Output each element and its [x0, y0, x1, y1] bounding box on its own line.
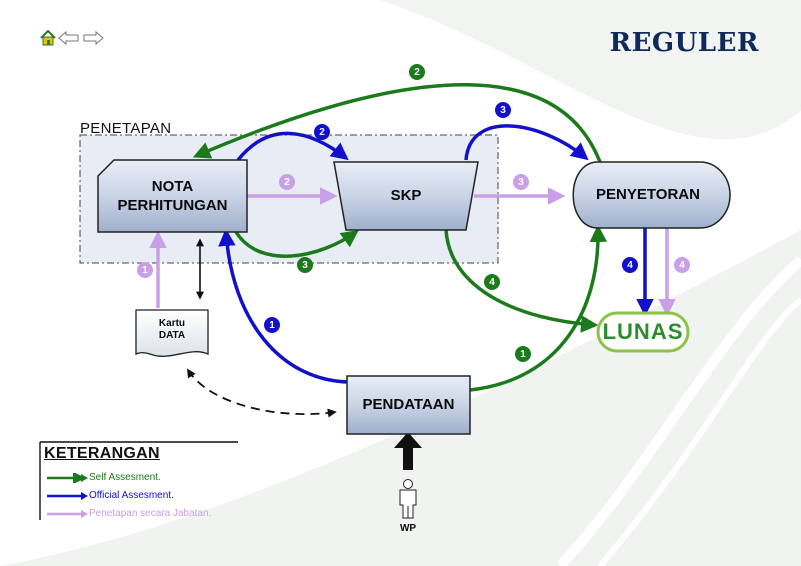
step-badge-purple-skp-penyetoran: 3	[513, 174, 529, 190]
arrow-right-icon[interactable]	[82, 31, 104, 45]
step-badge-purple-kartu-nota: 1	[137, 262, 153, 278]
background-swoosh	[556, 256, 801, 566]
step-badge-green-nota-skp: 3	[297, 257, 313, 273]
step-badge-green-top: 2	[409, 64, 425, 80]
legend-title: KETERANGAN	[44, 445, 160, 462]
nota-perhitungan-shape	[97, 159, 248, 233]
pendataan-shape	[346, 375, 471, 435]
legend-label-jabatan: Penetapan secara Jabatan.	[89, 508, 212, 519]
kartu-data-shape	[135, 309, 209, 357]
skp-shape	[333, 161, 479, 231]
lunas-shape	[596, 311, 690, 353]
arrow-left-icon[interactable]	[58, 31, 80, 45]
penyetoran-label: PENYETORAN	[596, 185, 700, 203]
step-badge-purple-nota-skp: 2	[279, 174, 295, 190]
home-icon[interactable]	[40, 30, 56, 46]
penyetoran-shape	[572, 161, 731, 229]
step-badge-green-pendataan-penyetoran: 1	[515, 346, 531, 362]
arrow-blue-skp-to-penyetoran	[464, 124, 589, 161]
background-swoosh	[597, 297, 801, 566]
legend-item-official: Official Assesment.	[45, 490, 174, 501]
step-badge-purple-penyetoran-lunas: 4	[674, 257, 690, 273]
arrow-blue-nota-to-skp	[236, 131, 349, 162]
background-swoosh	[380, 0, 801, 140]
nav-bar	[40, 30, 104, 46]
arrow-green-pendataan-to-penyetoran	[469, 224, 608, 392]
wp-label: WP	[399, 522, 417, 534]
legend-label-self: Self Assesment.	[89, 472, 161, 483]
legend-arrow-blue	[47, 491, 88, 500]
legend-arrow-purple	[47, 509, 88, 518]
legend-item-self: Self Assesment.	[45, 472, 161, 483]
kartu-data-label: Kartu DATA	[158, 317, 186, 342]
step-badge-blue-penyetoran-lunas: 4	[622, 257, 638, 273]
legend-arrow-green	[47, 472, 88, 483]
step-badge-green-skp-lunas: 4	[484, 274, 500, 290]
pendataan-label: PENDATAAN	[362, 395, 455, 413]
background-swoosh	[0, 230, 801, 566]
arrow-dashed-kartu-pendataan	[187, 368, 337, 418]
step-badge-blue-pendataan-nota: 1	[264, 317, 280, 333]
step-badge-blue-skp-penyetoran: 3	[495, 102, 511, 118]
arrow-green-penyetoran-to-nota	[192, 83, 602, 163]
nota-perhitungan-label: NOTA PERHITUNGAN	[117, 178, 228, 214]
arrow-wp-to-pendataan	[394, 432, 422, 470]
arrow-green-skp-to-lunas	[444, 229, 599, 333]
arrow-green-nota-to-skp	[234, 229, 359, 258]
step-badge-blue-nota-skp: 2	[314, 124, 330, 140]
legend-label-official: Official Assesment.	[89, 490, 174, 501]
page-title: REGULER	[609, 28, 759, 58]
lunas-label: LUNAS	[602, 319, 684, 345]
person-icon	[399, 479, 417, 519]
penetapan-label: PENETAPAN	[80, 120, 172, 137]
skp-label: SKP	[390, 186, 422, 204]
legend-item-jabatan: Penetapan secara Jabatan.	[45, 508, 211, 519]
